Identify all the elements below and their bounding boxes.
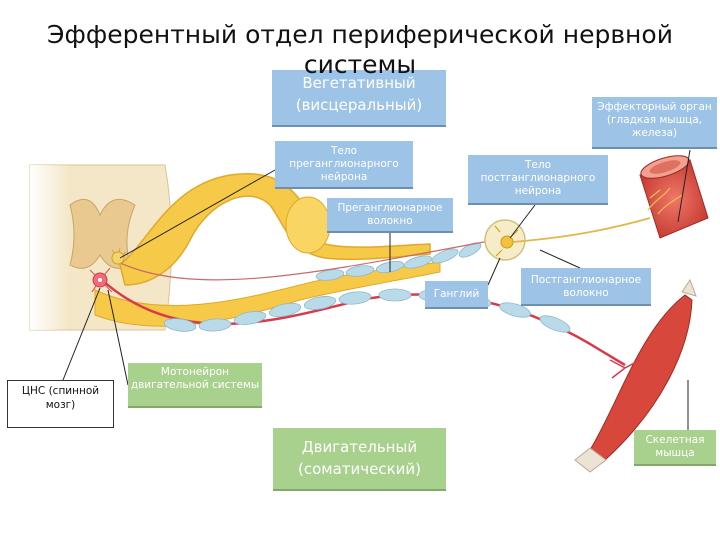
label-postganglionic-fiber: Постганглионарное волокно <box>521 268 651 306</box>
label-ganglion-text: Ганглий <box>433 288 480 300</box>
motor-neuron-body <box>89 267 113 293</box>
label-skeletal-muscle: Скелетная мышца <box>634 430 716 466</box>
autonomic-nerve-trunk <box>119 173 431 286</box>
label-postganglionic-fiber-text: Постганглионарное волокно <box>530 274 642 299</box>
label-effector-organ-text: Эффекторный орган (гладкая мышца, железа… <box>597 101 712 139</box>
label-motor-neuron-text: Мотонейрон двигательной системы <box>130 366 260 391</box>
skeletal-muscle <box>574 278 697 473</box>
preganglionic-neuron-body <box>111 247 127 265</box>
label-preganglionic-fiber-text: Преганглионарное волокно <box>337 202 443 227</box>
label-cns-text: ЦНС (спинной мозг) <box>21 385 100 411</box>
slide-title: Эфферентный отдел периферической нервной… <box>47 20 673 79</box>
spinal-cord <box>29 164 172 331</box>
preganglionic-axon <box>117 239 496 281</box>
label-somatic-text: Двигательный (соматический) <box>297 438 422 478</box>
callout-lines <box>62 149 691 432</box>
label-somatic: Двигательный (соматический) <box>273 428 446 491</box>
label-postganglionic-body-text: Тело постганглионарного нейрона <box>480 159 596 197</box>
label-ganglion: Ганглий <box>425 281 488 309</box>
effector-organ <box>639 155 709 239</box>
label-preganglionic-fiber: Преганглионарное волокно <box>327 198 453 233</box>
label-preganglionic-body: Тело преганглионарного нейрона <box>275 141 413 189</box>
label-motor-neuron: Мотонейрон двигательной системы <box>128 363 262 408</box>
postganglionic-axon <box>512 217 651 243</box>
label-postganglionic-body: Тело постганглионарного нейрона <box>468 155 608 205</box>
ganglion <box>484 219 526 261</box>
label-preganglionic-body-text: Тело преганглионарного нейрона <box>289 145 399 183</box>
label-cns: ЦНС (спинной мозг) <box>7 380 114 428</box>
label-autonomic: Вегетативный (висцеральный) <box>272 70 446 127</box>
label-effector-organ: Эффекторный орган (гладкая мышца, железа… <box>592 97 717 149</box>
label-autonomic-text: Вегетативный (висцеральный) <box>295 74 423 114</box>
label-skeletal-muscle-text: Скелетная мышца <box>645 434 705 459</box>
preganglionic-myelin-segments <box>315 242 482 281</box>
